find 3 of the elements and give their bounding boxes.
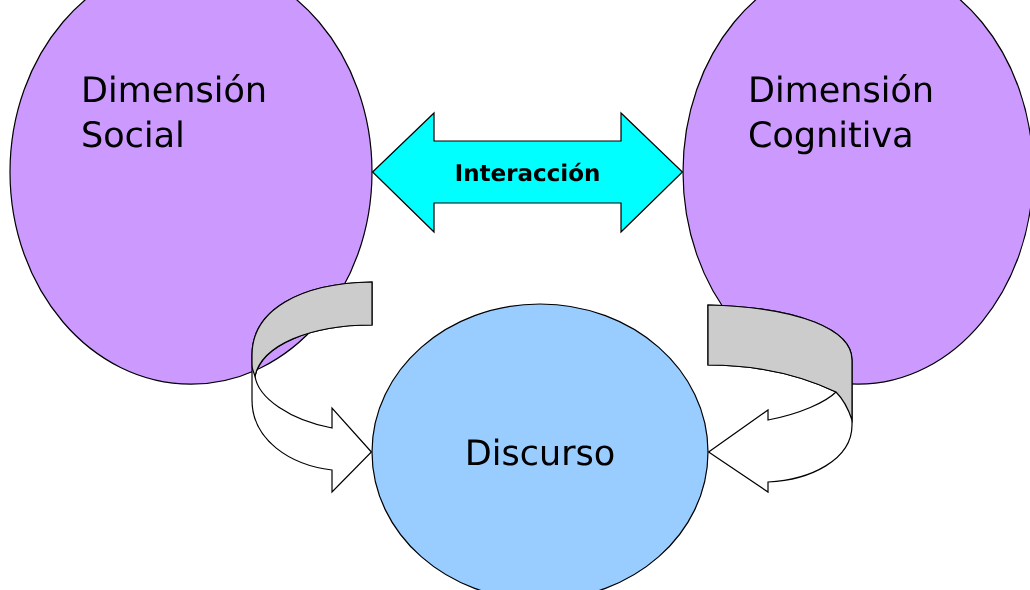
edge-label: Interacción [456,162,599,182]
curved-arrow [251,281,373,493]
curved-arrow [707,304,853,493]
